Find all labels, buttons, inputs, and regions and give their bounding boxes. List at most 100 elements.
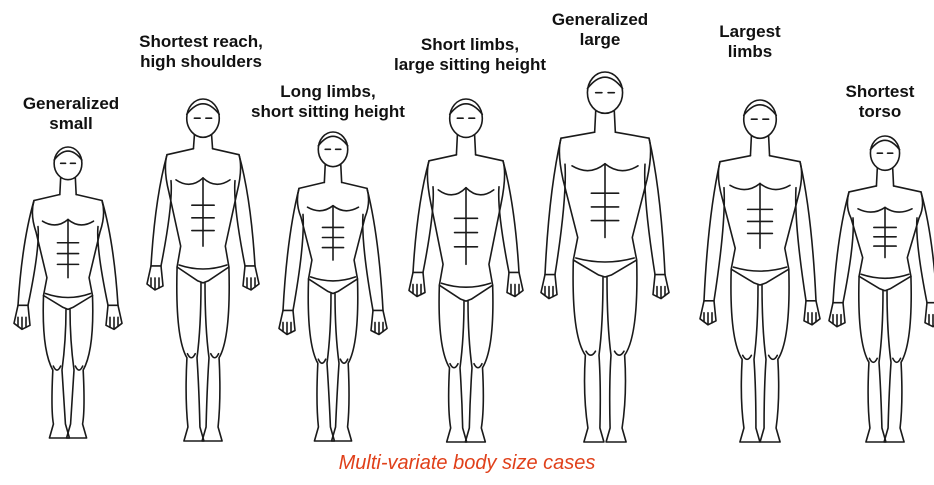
leg-right [884,276,911,442]
body-figure-long-limbs [269,130,397,445]
figure-outline [14,147,122,438]
figure-outline [700,100,820,442]
figure-svg [269,130,397,445]
label-line: limbs [700,42,800,62]
body-figure-generalized-large [531,70,679,446]
leg-right [332,279,358,441]
chest-right [333,206,359,211]
label-line: Largest [700,22,800,42]
label-line: Generalized [535,10,665,30]
label-largest-limbs: Largest limbs [700,22,800,62]
neck-left [750,136,751,155]
arm-left [18,201,38,306]
head-outline [744,100,777,138]
figure-svg [690,98,830,446]
chest-left [438,188,466,195]
label-line: high shoulders [116,52,286,72]
chest-right [68,219,94,224]
leg-left [731,269,760,442]
figure-outline [279,132,387,441]
arm-left [833,192,853,303]
head-outline [187,99,220,137]
figure-svg [819,134,934,446]
arm-left [413,161,433,273]
chest-left [308,206,334,211]
neck-left [456,135,457,154]
label-line: Shortest reach, [116,32,286,52]
neck-left [324,165,325,182]
chest-right [605,164,638,171]
figure-svg [137,97,269,445]
knee-line [869,358,877,362]
label-generalized-small: Generalized small [6,94,136,134]
figure-svg [4,145,132,442]
knee-line [586,351,596,355]
arm-right [645,138,665,274]
label-line: torso [830,102,930,122]
head-outline [587,72,622,113]
knee-line [769,355,778,359]
briefs-line [310,277,355,281]
neck-right [475,135,476,154]
figure-outline [541,72,669,442]
neck-right [75,178,76,194]
arm-left [283,188,303,310]
head-outline [450,99,483,137]
label-line: large [535,30,665,50]
body-figure-short-limbs [399,97,533,446]
chest-left [572,164,605,171]
arm-left [704,162,724,301]
knee-line [474,364,482,368]
neck-right [893,169,894,186]
knee-line [53,366,60,370]
neck-left [193,135,194,148]
knee-line [743,355,752,359]
briefs-line [45,294,90,298]
knee-line [450,364,458,368]
leg-left [573,260,604,442]
diagram-caption: Multi-variate body size cases [0,452,934,475]
figure-outline [409,99,523,442]
leg-right [465,285,493,442]
neck-right [212,135,213,148]
arm-right [796,162,816,301]
chest-right [760,183,790,189]
label-line: Shortest [830,82,930,102]
arm-left [151,155,171,266]
neck-left [595,111,596,132]
body-figure-shortest-reach [137,97,269,445]
arm-right [363,188,383,310]
label-generalized-large: Generalized large [535,10,665,50]
neck-right [341,165,342,182]
chest-right [203,178,230,184]
leg-right [202,267,229,441]
body-figure-shortest-torso [819,134,934,446]
figure-outline [147,99,259,441]
leg-right [67,296,93,439]
body-figure-largest-limbs [690,98,830,446]
label-shortest-torso: Shortest torso [830,82,930,122]
knee-line [340,359,347,363]
arm-right [235,155,255,266]
head-outline [318,132,347,167]
leg-right [606,260,637,442]
chest-right [885,207,912,212]
arm-right [98,201,118,306]
neck-left [876,169,877,186]
leg-right [760,269,789,442]
briefs-line [441,283,490,287]
knee-line [75,366,82,370]
figure-svg [399,97,533,446]
body-figure-generalized-small [4,145,132,442]
knee-line [615,351,625,355]
chest-left [858,207,885,212]
neck-left [60,178,61,194]
chest-left [43,219,69,224]
chest-left [176,178,203,184]
leg-left [308,279,334,441]
arm-right [917,192,934,303]
figure-outline [829,136,934,442]
knee-line [187,354,195,358]
leg-left [439,285,467,442]
